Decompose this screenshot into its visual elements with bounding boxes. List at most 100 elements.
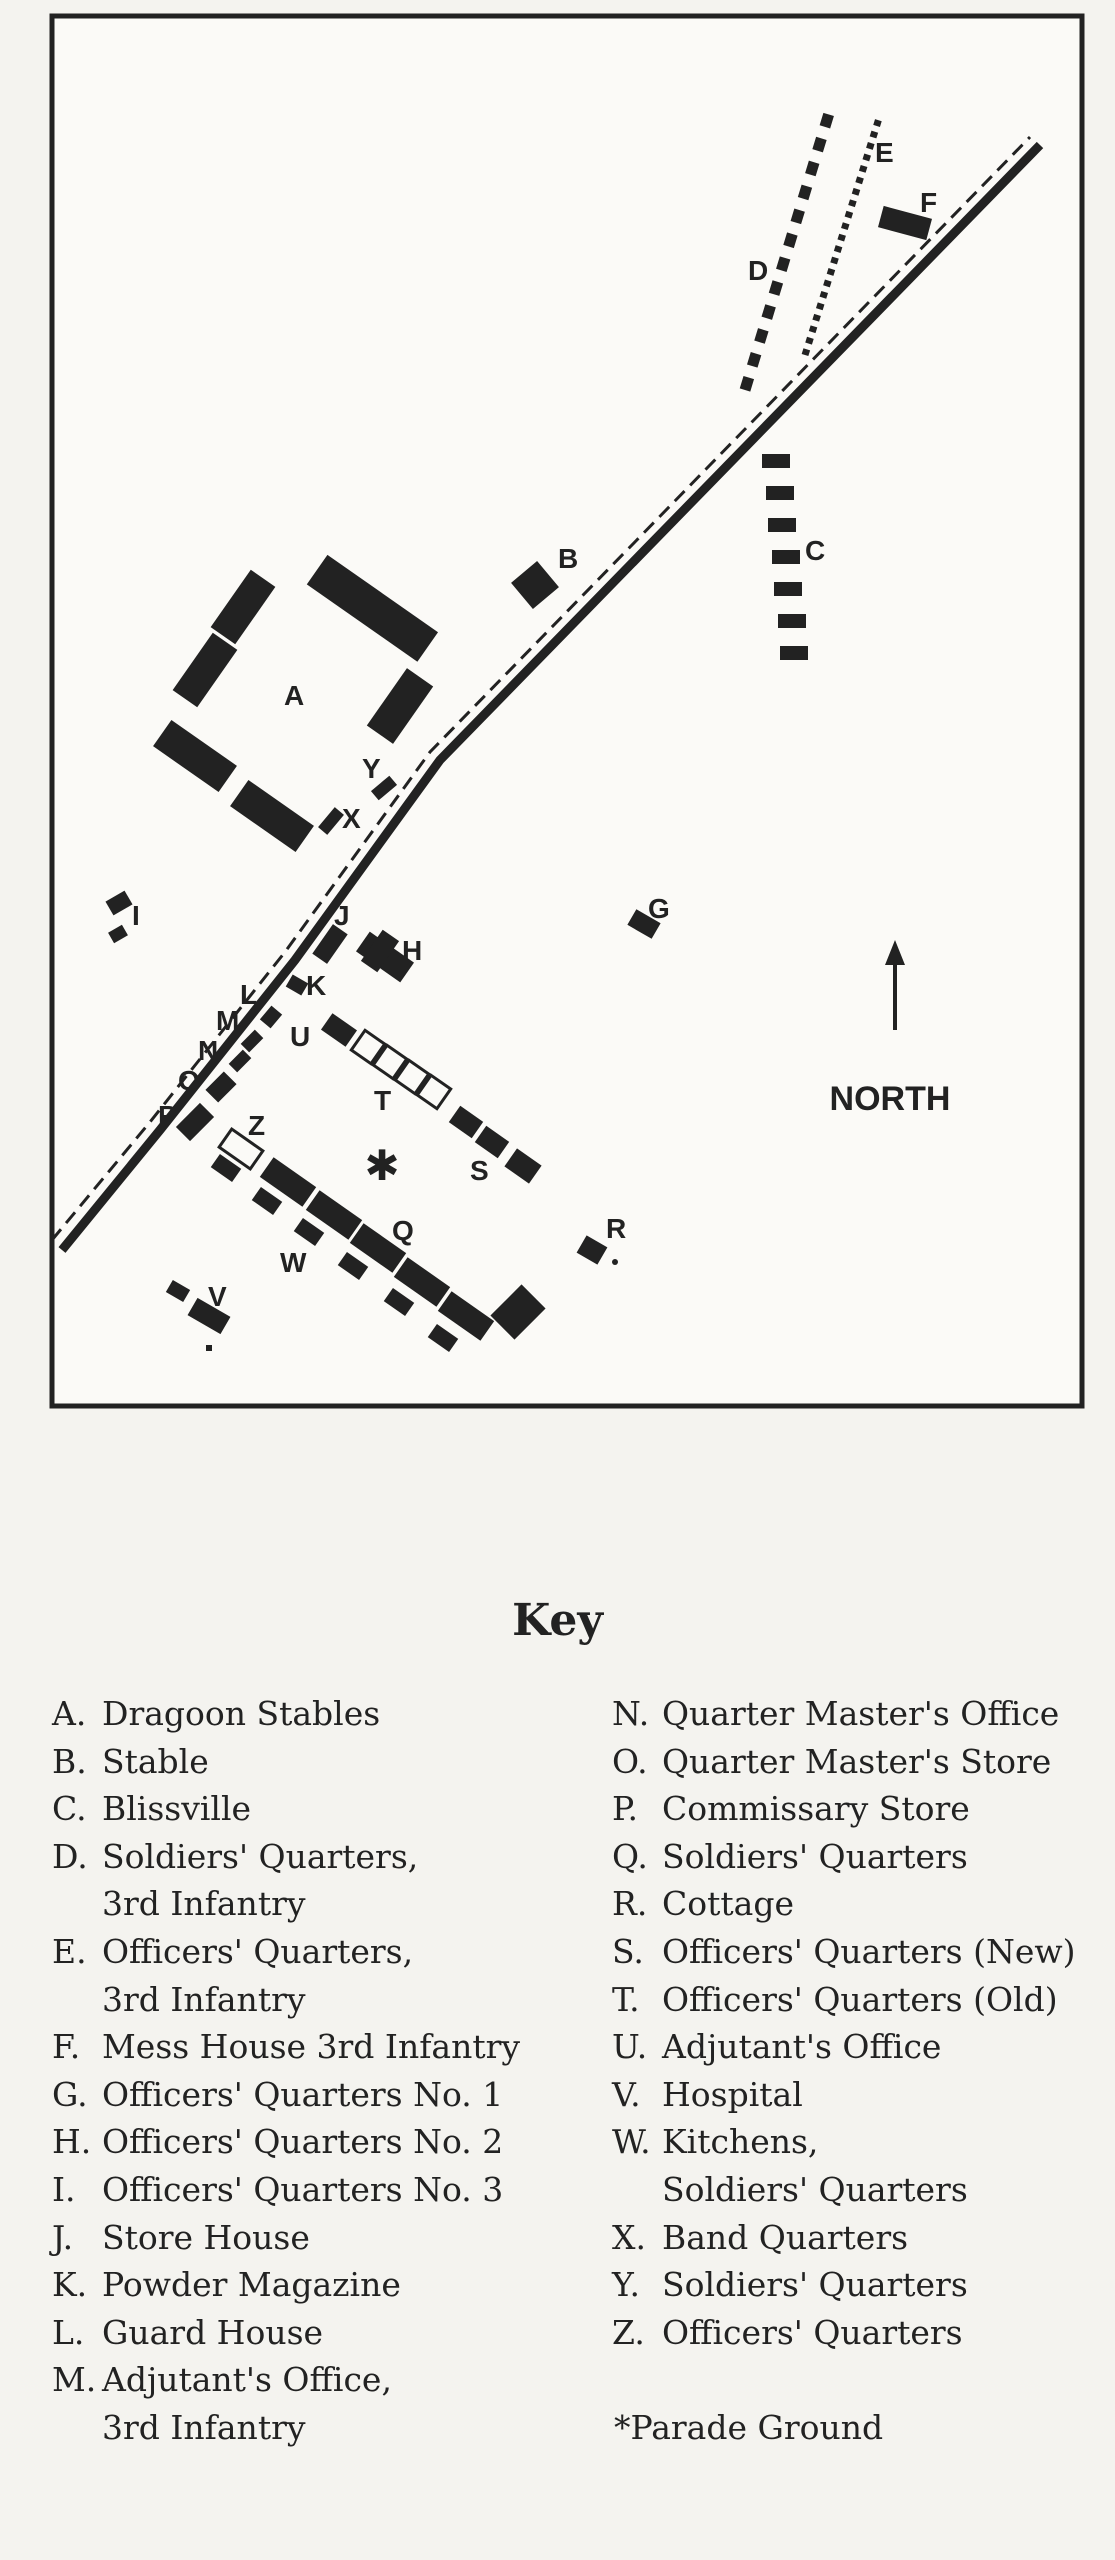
- key-letter: [52, 1880, 102, 1928]
- building-t-officers-quarters-old: [349, 1028, 453, 1111]
- label-q: Q: [392, 1215, 414, 1246]
- building-f-mess-house: [878, 205, 932, 241]
- key-item: X. Band Quarters: [612, 2214, 1092, 2262]
- key-letter: N.: [612, 1694, 650, 1733]
- key-text: Soldiers' Quarters,: [102, 1836, 419, 1876]
- road: [50, 135, 1044, 1253]
- key-item: K.Powder Magazine: [52, 2261, 572, 2309]
- label-b: B: [558, 543, 578, 574]
- key-item: E.Officers' Quarters,: [52, 1928, 572, 1976]
- label-o: O: [178, 1065, 200, 1096]
- label-f: F: [920, 187, 937, 218]
- building-s-officers-quarters-new: [448, 1105, 542, 1184]
- key-item: M.Adjutant's Office,: [52, 2356, 572, 2404]
- building-k-powder-magazine: [285, 974, 309, 996]
- label-k: K: [306, 970, 326, 1001]
- label-h: H: [402, 935, 422, 966]
- key-text: Soldiers' Quarters: [662, 1836, 968, 1876]
- building-g-officers-quarters-1: [627, 909, 661, 939]
- key-text: Soldiers' Quarters: [662, 2169, 968, 2209]
- label-v: V: [208, 1281, 227, 1312]
- key-letter: [612, 2166, 662, 2214]
- label-y: Y: [362, 753, 381, 784]
- label-i: I: [132, 900, 140, 931]
- label-l: L: [240, 979, 257, 1010]
- key-letter: A.: [52, 1694, 87, 1733]
- label-u: U: [290, 1021, 310, 1052]
- label-c: C: [805, 535, 825, 566]
- cottage-dot: [612, 1259, 618, 1265]
- key-item: V.Hospital: [612, 2071, 1092, 2119]
- building-j-store-house: [312, 924, 348, 964]
- key-item: R.Cottage: [612, 1880, 1092, 1928]
- building-l-guard-house: [259, 1005, 283, 1029]
- key-letter: H.: [52, 2122, 92, 2162]
- key-text: Officers' Quarters No. 1: [102, 2074, 504, 2114]
- key-text: Cottage: [662, 1884, 794, 1924]
- building-b-stable: [511, 561, 559, 609]
- key-letter: Z.: [612, 2312, 645, 2352]
- label-x: X: [342, 803, 361, 834]
- key-item: N.Quarter Master's Office: [612, 1690, 1092, 1738]
- building-v-hospital: [165, 1279, 231, 1351]
- key-letter: T.: [612, 1979, 640, 2019]
- label-t: T: [374, 1085, 391, 1116]
- building-p-commissary-store: [175, 1102, 215, 1142]
- key-item: 3rd Infantry: [52, 1976, 572, 2024]
- key-letter: W.: [612, 2122, 651, 2162]
- key-item: 3rd Infantry: [52, 2404, 572, 2452]
- building-x-band-quarters: [318, 807, 344, 835]
- key-text: Officers' Quarters No. 3: [102, 2169, 504, 2209]
- key-item: T.Officers' Quarters (Old): [612, 1976, 1092, 2024]
- map-canvas: ✱ NORTH A B C D E F G H I J K L M N O P …: [49, 13, 1085, 1409]
- key-text: Officers' Quarters No. 2: [102, 2122, 504, 2162]
- parade-ground-note: *Parade Ground: [614, 2408, 884, 2447]
- key-item: I.Officers' Quarters No. 3: [52, 2166, 572, 2214]
- key-text: Kitchens,: [662, 2122, 819, 2162]
- key-text: Blissville: [102, 1789, 252, 1829]
- key-text: Dragoon Stables: [102, 1694, 381, 1733]
- label-s: S: [470, 1155, 489, 1186]
- key-text: Store House: [102, 2217, 310, 2257]
- key-item: A. Dragoon Stables: [52, 1690, 572, 1738]
- label-e: E: [875, 137, 894, 168]
- building-c-blissville: [762, 454, 808, 660]
- key-text: Stable: [102, 1741, 209, 1781]
- key-item: Y.Soldiers' Quarters: [612, 2261, 1092, 2309]
- key-item: J. Store House: [52, 2214, 572, 2262]
- key-letter: [52, 2404, 102, 2452]
- key-item: W. Kitchens,: [612, 2118, 1092, 2166]
- key-item: O.Quarter Master's Store: [612, 1738, 1092, 1786]
- label-a: A: [284, 680, 304, 711]
- key-text: 3rd Infantry: [102, 1979, 306, 2019]
- building-z-officers-quarters: [217, 1127, 265, 1171]
- key-item: B.Stable: [52, 1738, 572, 1786]
- key-letter: L.: [52, 2312, 85, 2352]
- label-w: W: [280, 1247, 307, 1278]
- key-letter: J.: [52, 2217, 74, 2257]
- key-text: Mess House 3rd Infantry: [102, 2027, 521, 2067]
- fort-map: ✱ NORTH A B C D E F G H I J K L M N O P …: [49, 13, 1085, 1409]
- key-item: P.Commissary Store: [612, 1785, 1092, 1833]
- key-title: Key: [512, 1595, 603, 1646]
- key-letter: X.: [612, 2217, 646, 2257]
- building-u-adjutants-office: [320, 1013, 358, 1047]
- building-n-quarter-masters-office: [228, 1049, 252, 1073]
- key-item: F. Mess House 3rd Infantry: [52, 2023, 572, 2071]
- key-letter: M.: [52, 2360, 97, 2400]
- label-j: J: [334, 900, 350, 931]
- key-item: C.Blissville: [52, 1785, 572, 1833]
- key-text: 3rd Infantry: [102, 1884, 306, 1924]
- key-text: 3rd Infantry: [102, 2407, 306, 2447]
- key-letter: F.: [52, 2027, 81, 2067]
- key-item: Q.Soldiers' Quarters: [612, 1833, 1092, 1881]
- building-q-soldiers-quarters: [259, 1157, 546, 1341]
- key-item: L.Guard House: [52, 2309, 572, 2357]
- label-d: D: [748, 255, 768, 286]
- building-r-cottage: [576, 1235, 608, 1265]
- key-text: Officers' Quarters: [662, 2312, 963, 2352]
- building-i-officers-quarters-3: [105, 890, 133, 944]
- key-text: Band Quarters: [662, 2217, 909, 2257]
- key-letter: D.: [52, 1836, 88, 1876]
- building-o-quarter-masters-store: [205, 1071, 237, 1103]
